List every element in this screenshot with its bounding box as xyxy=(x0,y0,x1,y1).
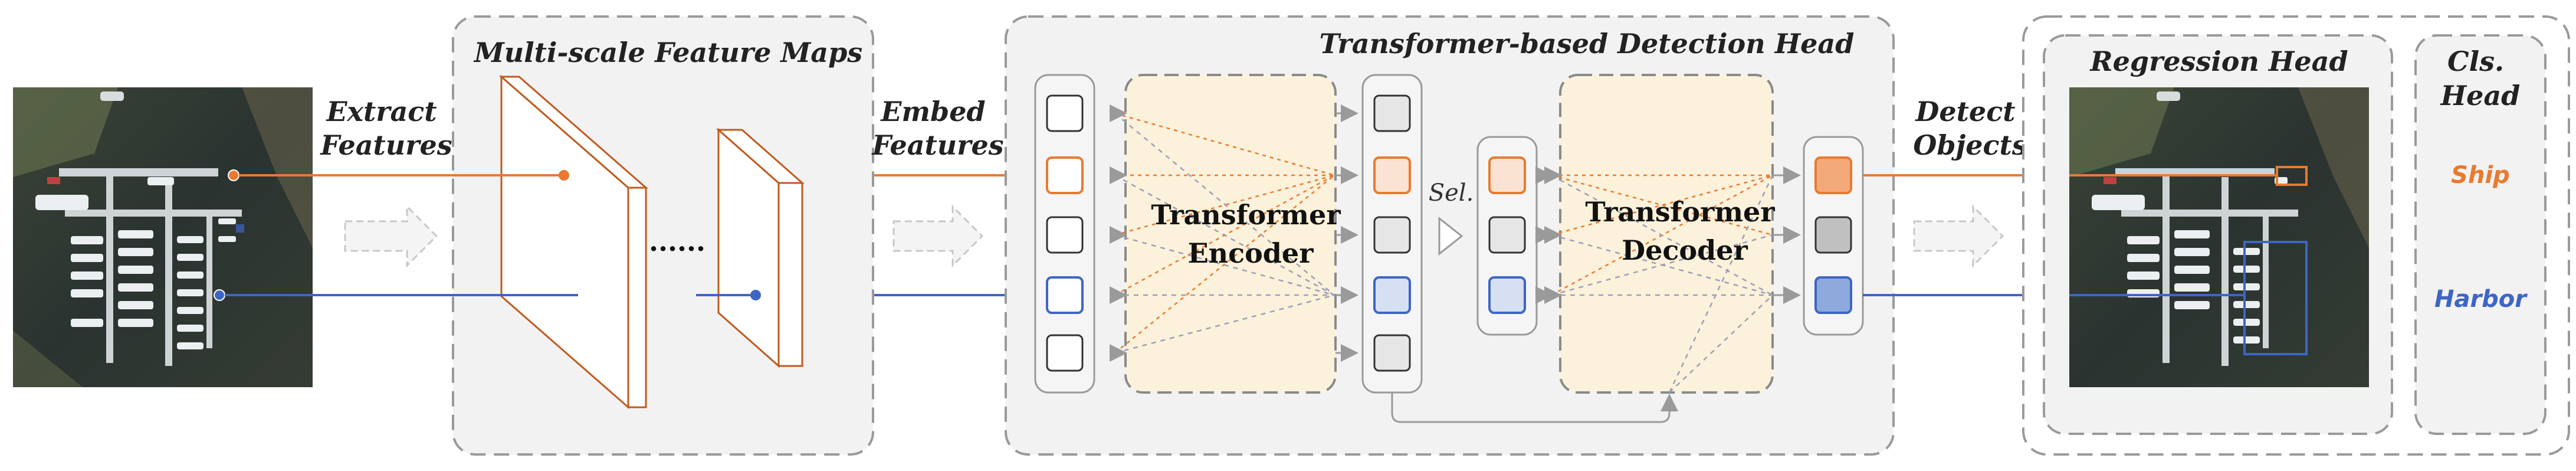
select-arrow-icon xyxy=(1438,216,1463,256)
feature-map-large xyxy=(499,74,648,410)
detect-arrow-icon xyxy=(1913,204,2004,268)
extract-arrow-icon xyxy=(344,204,438,268)
encoder-connections xyxy=(1110,104,1358,362)
embed-features-label: Embed Features xyxy=(871,96,1003,161)
extract-features-label: Extract Features xyxy=(319,96,452,161)
ship-class-label: Ship xyxy=(2451,162,2510,189)
decoder-connections xyxy=(1544,166,1801,393)
selected-queries-column xyxy=(1476,136,1538,336)
harbor-bounding-box xyxy=(2243,241,2308,355)
feature-maps-title: Multi-scale Feature Maps xyxy=(473,37,862,68)
decoded-queries-column xyxy=(1803,136,1864,336)
detection-head-panel: Transformer-based Detection Head xyxy=(1005,15,1895,456)
detect-objects-label: Detect Objects xyxy=(1913,96,2027,161)
harbor-class-label: Harbor xyxy=(2434,286,2528,313)
output-aerial-image xyxy=(2069,87,2369,387)
encoder-module xyxy=(1124,74,1337,394)
embed-arrow-icon xyxy=(892,204,984,268)
cls-head-box xyxy=(2414,34,2547,435)
encoder-label: Transformer Encoder xyxy=(1151,199,1350,269)
feature-maps-panel: Multi-scale Feature Maps ...... xyxy=(225,15,874,456)
memory-path xyxy=(1391,392,1678,423)
feature-map-small xyxy=(716,127,805,368)
output-heads-panel: Regression Head Cls. Head xyxy=(2022,15,2570,456)
input-tokens-column xyxy=(1034,74,1095,394)
input-aerial-image xyxy=(13,87,313,387)
cls-head-title: Cls. Head xyxy=(2440,45,2521,112)
encoded-tokens-column xyxy=(1361,74,1423,394)
decoder-label: Transformer Decoder xyxy=(1585,196,1784,266)
ellipsis-text: ...... xyxy=(649,225,705,257)
select-label: Sel. xyxy=(1429,179,1474,207)
decoder-module xyxy=(1559,74,1774,394)
regression-head-title: Regression Head xyxy=(2089,45,2348,77)
ship-bounding-box xyxy=(2276,166,2308,186)
detection-head-title: Transformer-based Detection Head xyxy=(1320,28,1855,60)
